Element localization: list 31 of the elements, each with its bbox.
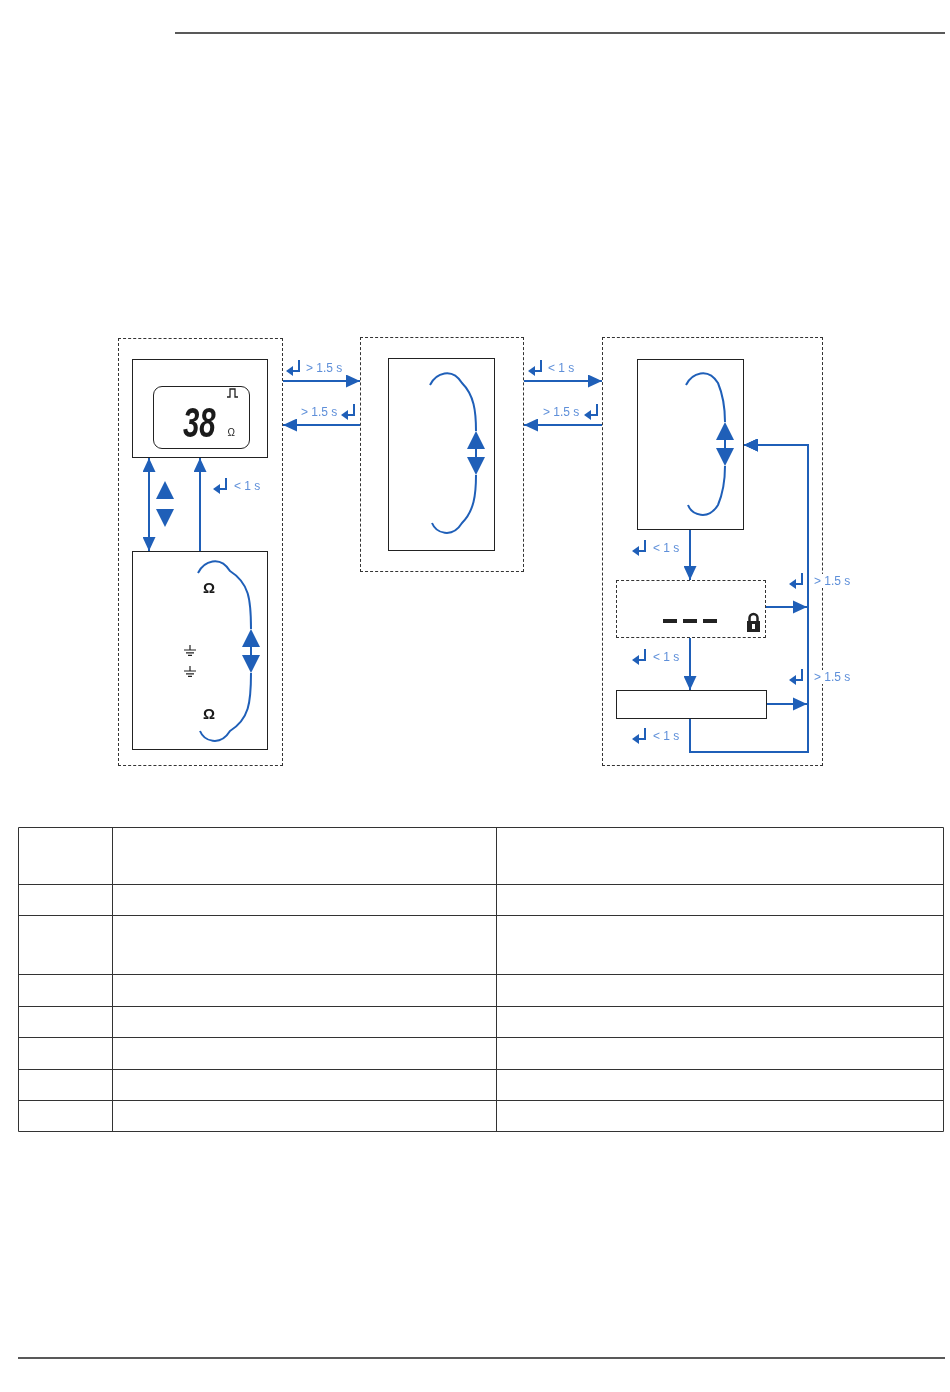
edge-label: > 1.5 s <box>300 405 339 419</box>
screen-box <box>132 359 268 458</box>
display-digits: 38 <box>182 401 216 444</box>
edge-label: < 1 s <box>233 479 262 493</box>
edge-label: < 1 s <box>652 650 681 664</box>
arrow <box>689 438 809 753</box>
lcd-display <box>153 386 250 449</box>
screen-box <box>132 551 268 750</box>
arrow <box>142 457 156 552</box>
screen-box <box>388 358 495 551</box>
arrow <box>523 418 603 432</box>
dashed-group-frame <box>360 337 524 572</box>
edge-label: > 1.5 s <box>305 361 344 375</box>
edge-label: > 1.5 s <box>813 670 852 684</box>
unit-symbol: Ω <box>227 427 235 438</box>
arrow <box>683 637 697 691</box>
unit-symbol: Ω <box>203 706 216 721</box>
arrow <box>683 529 697 581</box>
unit-symbol: Ω <box>203 580 216 595</box>
screen-box <box>637 359 744 530</box>
dashed-box <box>616 580 766 638</box>
arrow <box>193 457 207 552</box>
edge-label: > 1.5 s <box>813 574 852 588</box>
edge-label: < 1 s <box>652 541 681 555</box>
edge-label: < 1 s <box>547 361 576 375</box>
screen-box <box>616 690 767 719</box>
arrow <box>282 418 361 432</box>
edge-label: < 1 s <box>652 729 681 743</box>
arrow <box>282 374 361 388</box>
edge-label: > 1.5 s <box>542 405 581 419</box>
arrow <box>523 374 603 388</box>
